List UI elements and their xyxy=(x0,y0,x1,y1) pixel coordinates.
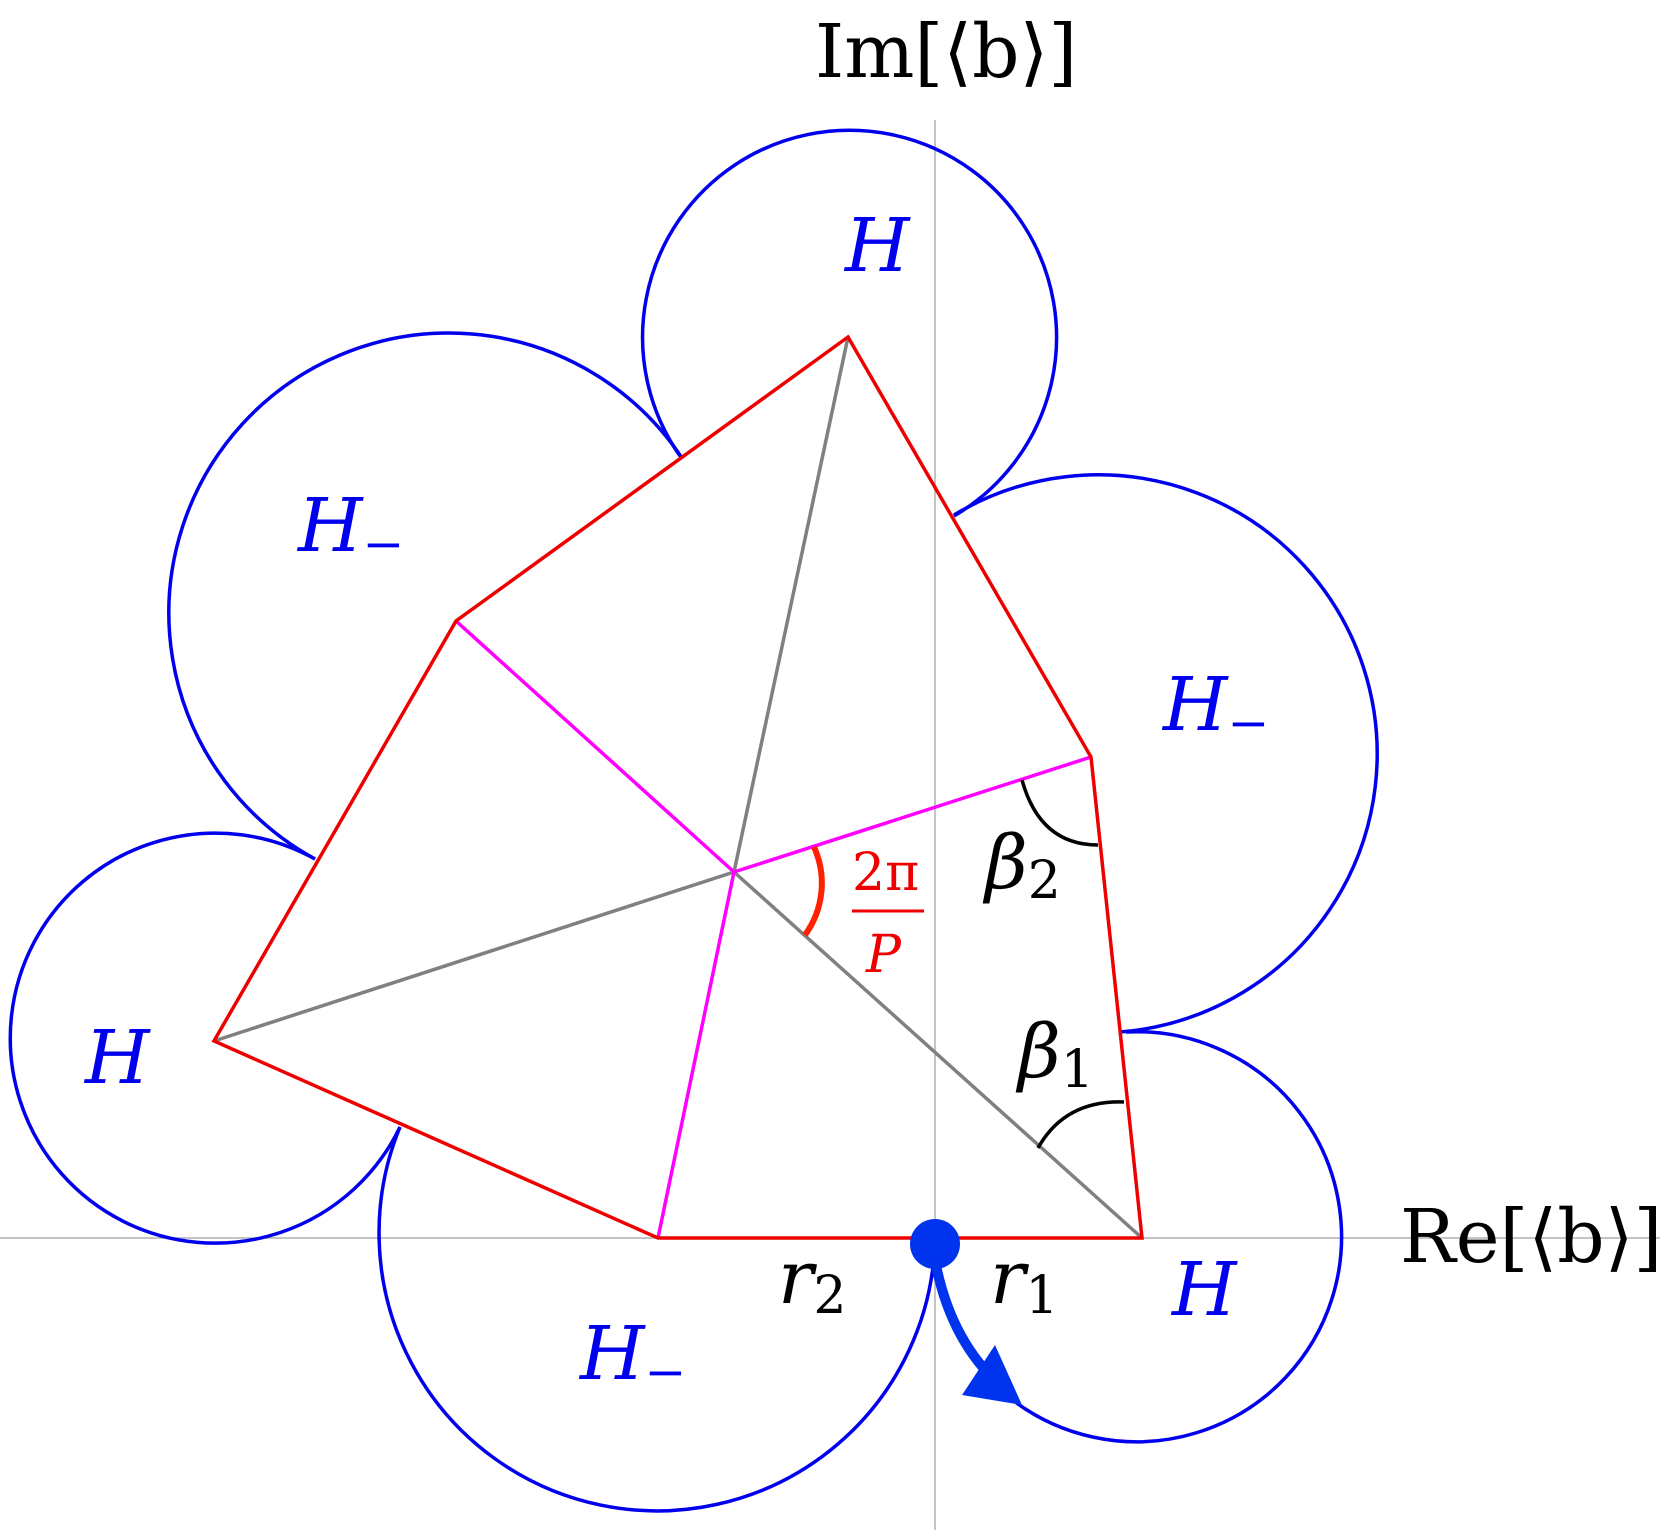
label-h-minus-upper-left-main: H xyxy=(296,483,364,569)
origin-marker-dot xyxy=(910,1219,960,1269)
label-h-minus-bottom-main: H xyxy=(578,1311,646,1397)
label-h-minus-bottom-subscript: − xyxy=(645,1343,687,1401)
spoke-gray-top xyxy=(732,336,850,873)
r2-main: r xyxy=(778,1235,818,1321)
beta1-main: β xyxy=(1015,1009,1061,1095)
imaginary-axis-label: Im[⟨b⟩] xyxy=(815,9,1077,95)
angle-arc-beta2 xyxy=(1020,779,1099,847)
fraction-numerator: 2π xyxy=(852,843,919,903)
r2-label: r2 xyxy=(778,1235,846,1326)
label-h-minus-right: H− xyxy=(1161,662,1269,752)
circle-h-left xyxy=(8,831,402,1245)
label-h-left: H xyxy=(83,1015,151,1101)
spoke-magenta-bottom xyxy=(656,871,736,1239)
label-h-bottom-right: H xyxy=(1170,1247,1238,1333)
beta1-subscript: 1 xyxy=(1061,1040,1094,1100)
spoke-magenta-upper-left xyxy=(454,619,736,874)
circle-h-minus-upper-left xyxy=(167,331,684,861)
fraction-denominator: P xyxy=(865,925,902,985)
spoke-gray-right xyxy=(732,870,1144,1240)
circle-h-minus-right xyxy=(953,473,1379,1034)
r2-subscript: 2 xyxy=(813,1266,846,1326)
r1-main: r xyxy=(990,1235,1030,1321)
r1-subscript: 1 xyxy=(1025,1266,1058,1326)
red-polygon xyxy=(211,334,1144,1240)
circle-h-top xyxy=(640,128,1059,518)
label-h-minus-right-subscript: − xyxy=(1228,694,1270,752)
spoke-gray-left xyxy=(213,870,735,1043)
label-h-minus-right-main: H xyxy=(1161,662,1229,748)
beta1-label: β1 xyxy=(1015,1009,1094,1100)
beta2-label: β2 xyxy=(982,820,1061,911)
beta2-subscript: 2 xyxy=(1028,851,1061,911)
label-h-minus-bottom: H− xyxy=(578,1311,686,1401)
label-h-minus-upper-left: H− xyxy=(296,483,404,573)
angle-arc-beta1 xyxy=(1036,1100,1125,1149)
label-h-top: H xyxy=(843,203,911,289)
circle-h-minus-bottom xyxy=(377,1126,937,1513)
real-axis-label: Re[⟨b⟩] xyxy=(1400,1194,1660,1280)
beta2-main: β xyxy=(982,820,1028,906)
r1-label: r1 xyxy=(990,1235,1058,1326)
spoke-magenta-right xyxy=(733,755,1092,874)
angle-arc-2pi-over-p xyxy=(802,845,825,937)
rotation-arrow-head xyxy=(962,1345,1022,1405)
label-h-minus-upper-left-subscript: − xyxy=(363,515,405,573)
circle-h-bottom-right xyxy=(1008,1029,1344,1444)
